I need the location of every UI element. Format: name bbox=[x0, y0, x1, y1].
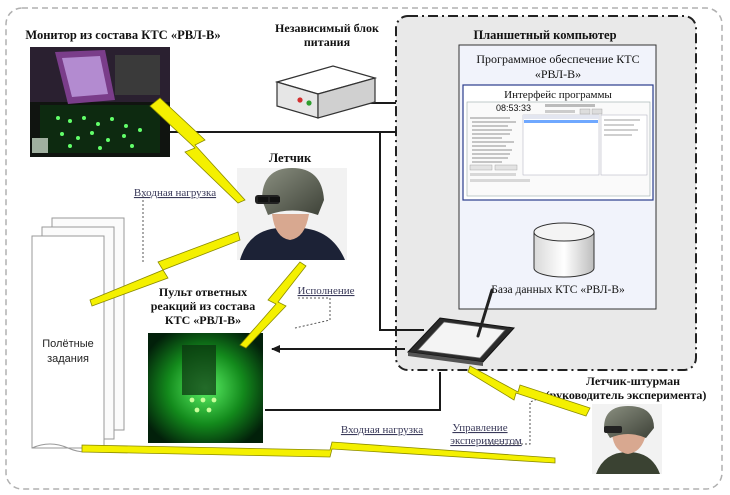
lightning-navigator-tablet bbox=[467, 365, 591, 417]
experiment-control-line2: экспериментом bbox=[450, 435, 522, 447]
navigator-title-line1: Летчик-штурман bbox=[586, 374, 680, 388]
navigator-title-line2: (руководитель эксперимента) bbox=[546, 388, 707, 402]
console-title-line3: КТС «РВЛ-В» bbox=[165, 313, 241, 327]
monitor-photo bbox=[30, 47, 170, 157]
tablet-stylus-icon bbox=[406, 288, 516, 366]
experiment-control-line1: Управление bbox=[452, 422, 507, 434]
execution-label: Исполнение bbox=[298, 285, 355, 297]
pilot-title: Летчик bbox=[269, 151, 312, 165]
input-load-bottom-label: Входная нагрузка bbox=[341, 424, 423, 436]
lightning-pilot-console bbox=[239, 261, 307, 349]
flight-tasks-line1: Полётные bbox=[42, 338, 93, 350]
lightning-bottom bbox=[81, 441, 556, 464]
lightning-pilot-tasks bbox=[89, 231, 241, 307]
software-title-line1: Программное обеспечение КТС bbox=[476, 52, 639, 66]
document-stack-icon bbox=[31, 217, 125, 453]
tablet-to-flight-tasks-line bbox=[265, 372, 441, 411]
power-title-line1: Независимый блок bbox=[275, 21, 379, 35]
pilot-photo bbox=[237, 168, 347, 260]
power-supply-box-icon bbox=[274, 65, 378, 119]
software-title-line2: «РВЛ-В» bbox=[535, 67, 581, 81]
database-cylinder-icon bbox=[533, 222, 595, 278]
program-timer: 08:53:33 bbox=[496, 103, 531, 113]
navigator-photo bbox=[592, 404, 662, 474]
input-load-top-label: Входная нагрузка bbox=[134, 187, 216, 199]
monitor-title: Монитор из состава КТС «РВЛ-В» bbox=[25, 28, 220, 42]
flight-tasks-line2: задания bbox=[47, 353, 89, 365]
console-title-line1: Пульт ответных bbox=[159, 285, 247, 299]
power-title-line2: питания bbox=[304, 35, 351, 49]
program-window-thumbnail: 08:53:33 bbox=[466, 101, 651, 197]
tablet-computer-title: Планшетный компьютер bbox=[473, 28, 616, 42]
tablet-vertical-line bbox=[379, 132, 424, 331]
console-photo bbox=[148, 333, 263, 443]
database-title: База данных КТС «РВЛ-В» bbox=[491, 284, 625, 296]
program-interface-title: Интерфейс программы bbox=[504, 89, 612, 101]
execution-leader bbox=[294, 297, 331, 329]
outer-frame bbox=[5, 7, 723, 490]
lightning-group bbox=[81, 97, 591, 464]
console-title-line2: реакций из состава bbox=[151, 299, 256, 313]
lightning-monitor-pilot bbox=[149, 97, 246, 204]
